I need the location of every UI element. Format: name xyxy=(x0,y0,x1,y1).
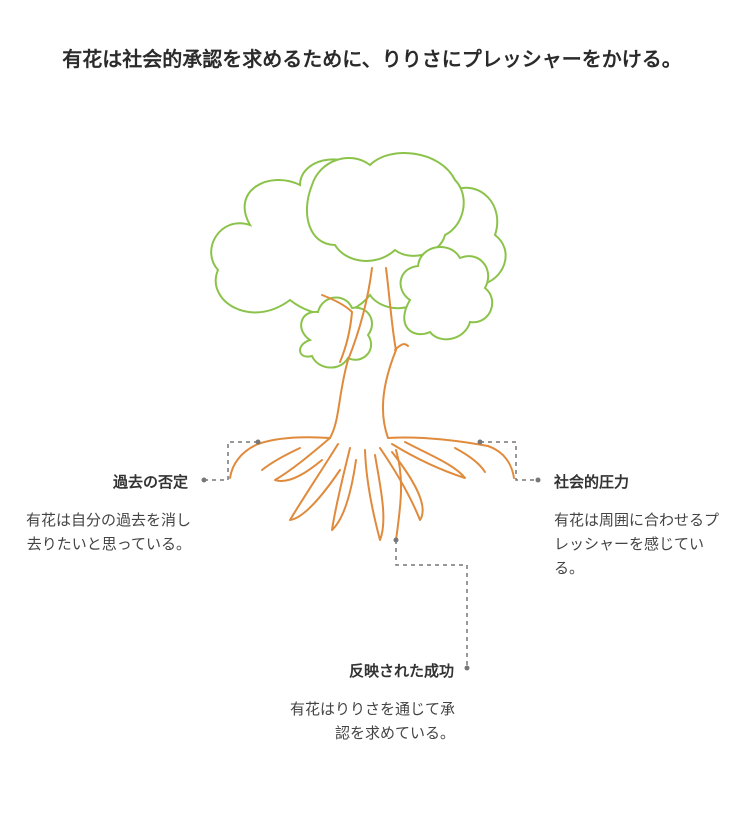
branch-label-reflected-success: 反映された成功 xyxy=(348,662,454,680)
branch-desc-social-pressure: 有花は周囲に合わせるプレッシャーを感じている。 xyxy=(554,511,720,577)
branch-label-past-denial: 過去の否定 xyxy=(112,473,188,491)
branch-desc-past-denial: 有花は自分の過去を消し去りたいと思っている。 xyxy=(26,511,192,553)
branch-desc-reflected-success: 有花はりりさを通じて承認を求めている。 xyxy=(290,700,456,742)
branch-label-social-pressure: 社会的圧力 xyxy=(554,473,630,491)
tree-canopy xyxy=(210,152,507,369)
page-title: 有花は社会的承認を求めるために、りりさにプレッシャーをかける。 xyxy=(62,47,682,71)
connector-dots xyxy=(201,439,541,671)
tree-trunk xyxy=(229,267,515,541)
connectors xyxy=(204,441,538,668)
